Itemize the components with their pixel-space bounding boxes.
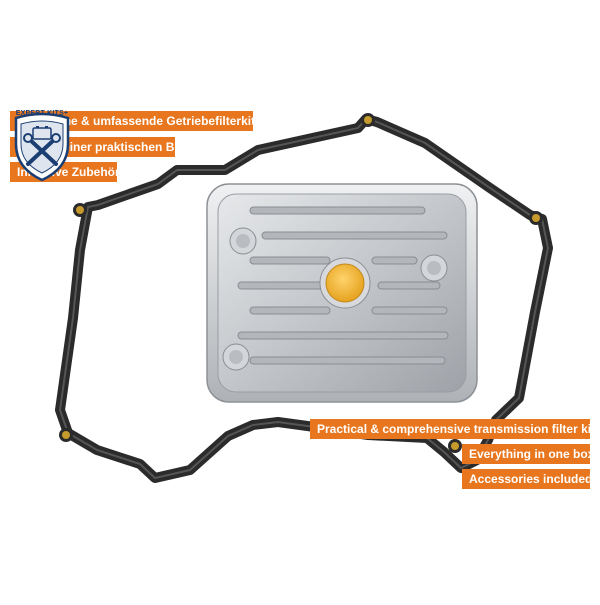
transmission-filter (206, 183, 478, 403)
gasket-eyelet (361, 113, 375, 127)
feature-tag-en: Accessories included (462, 469, 590, 489)
expert-kits-badge: EXPERT KITS+ (10, 108, 74, 182)
feature-tag-en: Practical & comprehensive transmission f… (310, 419, 590, 439)
feature-tag-en: Everything in one box! (462, 444, 590, 464)
gasket-eyelet (59, 428, 73, 442)
gasket-eyelet (529, 211, 543, 225)
gasket-eyelet (73, 203, 87, 217)
feature-tag-de: Praktische & umfassende Getriebefilterki… (10, 111, 253, 131)
gasket-eyelet (448, 439, 462, 453)
wrench-battery-shield-icon (14, 112, 70, 182)
filter-seal (319, 257, 371, 309)
badge-label: EXPERT KITS+ (15, 110, 69, 117)
